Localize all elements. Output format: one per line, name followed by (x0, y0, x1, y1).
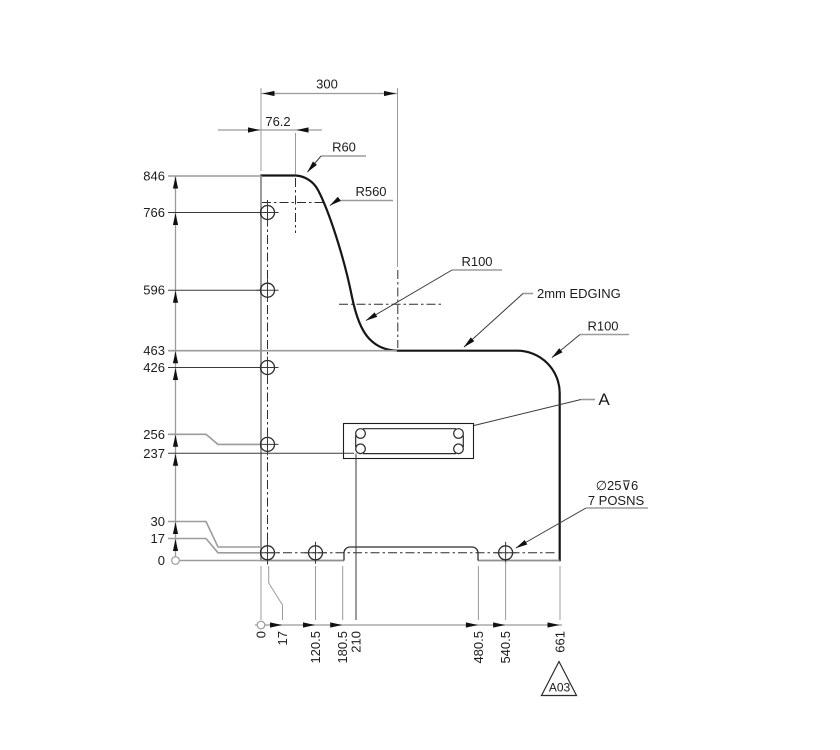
callout-detail-a: A (598, 390, 610, 409)
dim-line-30-jogged (168, 520, 260, 548)
ordinate-label-540-5: 540.5 (498, 631, 513, 664)
hole (256, 279, 279, 302)
ordinate-label-0: 0 (158, 553, 165, 568)
top-dimensions: 300 76.2 (218, 77, 398, 267)
ordinate-label-0: 0 (254, 631, 269, 638)
ordinate-origin (256, 620, 266, 630)
callout-r560: R560 (355, 184, 386, 199)
part-outline (259, 174, 561, 562)
revision-marker: A03 (540, 660, 578, 697)
hole (256, 433, 279, 456)
callout-r60: R60 (332, 140, 356, 155)
callout-r100-left: R100 (461, 254, 492, 269)
hole-note-line1: ∅25⊽6 (596, 478, 639, 493)
callouts: R60 R560 R100 2mm EDGING R100 A ∅25⊽6 7 … (307, 140, 648, 549)
hole-note-line2: 7 POSNS (588, 493, 645, 508)
dim-line-17-jogged (168, 537, 260, 554)
ordinate-label-237: 237 (143, 446, 165, 461)
centerlines (248, 178, 556, 566)
leader-r60 (307, 155, 322, 173)
revision-triangle (540, 660, 578, 697)
callout-edging: 2mm EDGING (537, 286, 621, 301)
leader-r100-right (551, 334, 581, 358)
slot-corner-relief (355, 443, 366, 455)
leader-r560 (329, 196, 341, 206)
ordinate-label-17: 17 (151, 531, 165, 546)
ordinate-origin (171, 556, 180, 565)
hole (256, 201, 279, 224)
ordinate-label-210: 210 (349, 631, 364, 653)
leader-edging (463, 293, 524, 348)
hole (256, 541, 279, 564)
dim-line-256-jogged (168, 433, 260, 446)
part-outline-left-bottom (260, 175, 560, 562)
dim-text-76-2: 76.2 (265, 114, 290, 129)
ordinate-label-120-5: 120.5 (308, 631, 323, 664)
leader-r100-left (365, 269, 453, 321)
leader-detail-a (473, 399, 582, 426)
leader-hole-note (515, 507, 587, 549)
detail-a-boundary-box (342, 422, 475, 460)
bottom-notch (343, 546, 479, 561)
slot-corner-relief (453, 428, 464, 439)
holes (256, 201, 517, 564)
hole (256, 356, 279, 379)
hole (494, 541, 517, 564)
hole (304, 541, 327, 564)
ordinate-label-180-5: 180.5 (335, 631, 350, 664)
callout-r100-right: R100 (587, 319, 618, 334)
ordinate-label-17: 17 (275, 631, 290, 645)
slot-corner-relief (453, 443, 464, 455)
ordinate-label-463: 463 (143, 343, 165, 358)
left-ordinate-dimensions: 846 766 596 463 426 256 237 30 17 0 (143, 169, 397, 568)
slot-corner-relief (355, 428, 366, 439)
ordinate-label-846: 846 (143, 169, 165, 184)
ordinate-label-30: 30 (151, 514, 165, 529)
dim-text-300: 300 (316, 77, 338, 92)
ordinate-label-661: 661 (553, 631, 568, 653)
ext-line-17-jogged (268, 566, 283, 620)
ordinate-label-256: 256 (143, 427, 165, 442)
ordinate-label-480-5: 480.5 (471, 631, 486, 664)
slot-cutout (355, 428, 464, 455)
ordinate-label-596: 596 (143, 283, 165, 298)
revision-label: A03 (549, 681, 571, 695)
ordinate-label-426: 426 (143, 360, 165, 375)
bottom-ordinate-dimensions: 0 17 120.5 180.5 210 480.5 540.5 661 (254, 453, 568, 664)
ordinate-label-766: 766 (143, 205, 165, 220)
